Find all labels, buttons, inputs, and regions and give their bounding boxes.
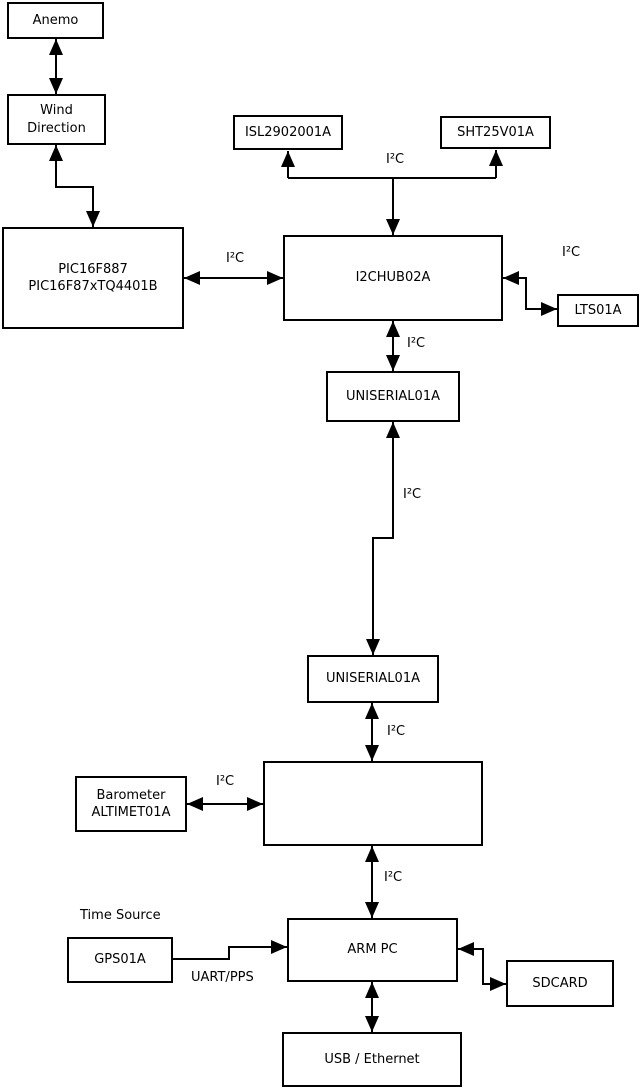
node-pic16f887: PIC16F887 PIC16F87xTQ4401B	[2, 227, 184, 329]
node-i2chub02a-upper: I2CHUB02A	[283, 235, 503, 321]
node-i2chub02a-upper-label: I2CHUB02A	[355, 270, 431, 286]
node-sht25v01a: SHT25V01A	[440, 116, 551, 149]
node-wind-direction: Wind Direction	[7, 94, 106, 145]
node-arm-pc: ARM PC	[287, 918, 458, 982]
edge-label-i2c-barometer: I²C	[216, 774, 235, 789]
edge-label-uart-pps: UART/PPS	[191, 970, 254, 985]
node-lts01a-label: LTS01A	[574, 302, 622, 318]
edge-label-i2c-lts: I²C	[562, 245, 581, 260]
node-barometer-label-line1: Barometer	[96, 787, 166, 803]
node-gps01a: GPS01A	[67, 937, 173, 983]
node-wind-direction-label-line2: Direction	[27, 120, 86, 136]
node-barometer-label-line2: ALTIMET01A	[91, 805, 171, 820]
node-sdcard: SDCARD	[506, 960, 614, 1007]
edge-label-i2c-hub2-armpc: I²C	[384, 870, 403, 885]
node-i2chub02a-lower	[263, 761, 483, 846]
node-lts01a: LTS01A	[557, 294, 639, 327]
node-usb-ethernet: USB / Ethernet	[282, 1032, 462, 1087]
node-pic16f887-label-line2: PIC16F87xTQ4401B	[28, 279, 158, 294]
node-anemo: Anemo	[7, 2, 104, 39]
edge-label-i2c-uniserial-link: I²C	[403, 487, 422, 502]
node-wind-direction-label-line1: Wind	[40, 103, 73, 119]
node-arm-pc-label: ARM PC	[347, 942, 398, 958]
node-uniserial01a-lower: UNISERIAL01A	[307, 655, 439, 703]
connector-wind-pic	[49, 145, 100, 227]
edge-label-i2c-sensors: I²C	[386, 152, 405, 167]
node-usb-ethernet-label: USB / Ethernet	[324, 1051, 420, 1067]
connector-gps-armpc	[173, 940, 287, 960]
node-sht25v01a-label: SHT25V01A	[457, 124, 534, 140]
edge-label-i2c-hub1-uniserial1: I²C	[407, 336, 426, 351]
node-barometer: Barometer ALTIMET01A	[75, 776, 187, 832]
node-gps01a-label: GPS01A	[94, 952, 146, 968]
node-anemo-label: Anemo	[32, 12, 79, 28]
node-uniserial01a-upper-label: UNISERIAL01A	[346, 388, 440, 404]
connector-hub1-lts	[503, 271, 557, 316]
node-sdcard-label: SDCARD	[532, 975, 588, 991]
edge-label-i2c-uniserial2-hub2: I²C	[387, 724, 406, 739]
connector-uniserial1-uniserial2	[366, 422, 400, 655]
node-pic16f887-label-line1: PIC16F887	[58, 261, 128, 277]
connector-armpc-sdcard	[458, 942, 506, 991]
node-isl2902001a-label: ISL2902001A	[244, 124, 332, 140]
edge-label-i2c-pic-hub1: I²C	[226, 251, 245, 266]
node-isl2902001a: ISL2902001A	[233, 115, 343, 150]
node-uniserial01a-upper: UNISERIAL01A	[326, 371, 460, 422]
node-uniserial01a-lower-label: UNISERIAL01A	[326, 671, 420, 687]
edge-label-time-source: Time Source	[80, 908, 161, 923]
